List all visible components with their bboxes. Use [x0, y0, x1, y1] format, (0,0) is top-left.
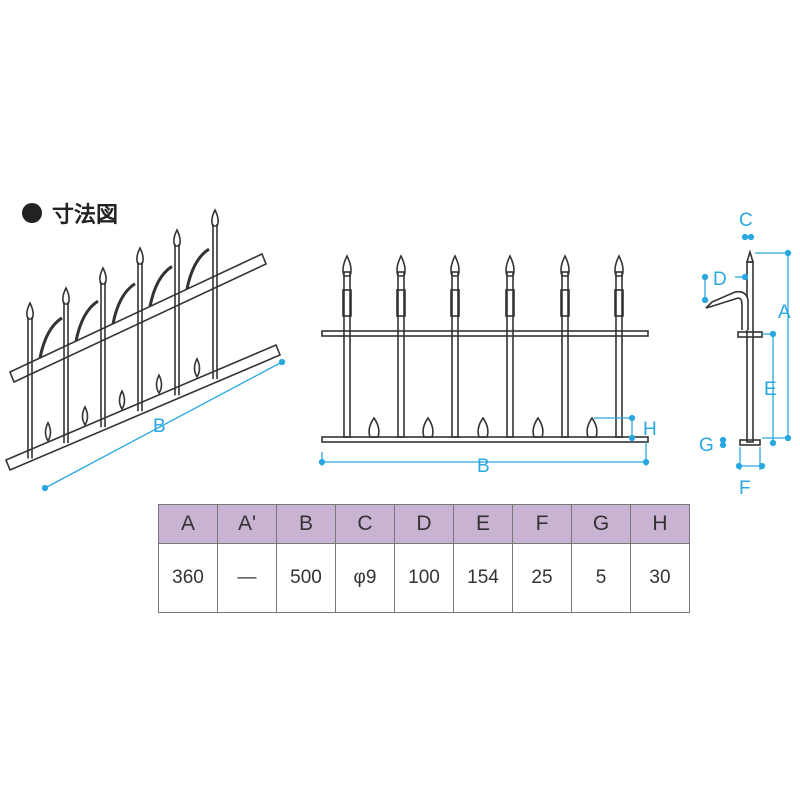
- leaf-ornament: [422, 416, 434, 438]
- label-d: D: [713, 269, 727, 290]
- picket-collar: [614, 289, 624, 317]
- label-h: H: [643, 419, 657, 440]
- spear-tip: [99, 266, 107, 285]
- table-value-cell: 30: [630, 543, 690, 613]
- spear-tip: [342, 254, 352, 277]
- dim-end: [628, 434, 636, 442]
- dim-end: [701, 296, 709, 304]
- spear-tip: [614, 254, 624, 277]
- hook: [111, 282, 136, 325]
- section-title: 寸法図: [22, 197, 118, 229]
- label-a: A: [778, 302, 791, 323]
- table-header-cell: H: [630, 504, 690, 544]
- leaf-ornament: [118, 389, 126, 411]
- table-value-cell: 5: [571, 543, 631, 613]
- hook: [38, 316, 63, 359]
- dim-b-perspective: [44, 361, 283, 489]
- table-header-cell: E: [453, 504, 513, 544]
- spear-tip: [211, 208, 219, 227]
- table-value-cell: 154: [453, 543, 513, 613]
- label-g: G: [699, 435, 714, 456]
- side-rail-bottom: [739, 439, 761, 446]
- dimension-lines: [41, 233, 792, 492]
- picket-collar: [396, 289, 406, 317]
- spear-tip: [450, 254, 460, 277]
- table-header-cell: B: [276, 504, 336, 544]
- dim-end: [747, 233, 755, 241]
- dim-end: [719, 436, 727, 444]
- picket-collar: [342, 289, 352, 317]
- dim-end: [719, 441, 727, 449]
- leaf-ornament: [368, 416, 380, 438]
- label-b-front: B: [477, 456, 490, 477]
- side-rail-top: [737, 331, 763, 338]
- picket: [506, 271, 514, 438]
- dim-end: [735, 462, 743, 470]
- side-post: [746, 261, 754, 443]
- spear-tip: [560, 254, 570, 277]
- picket-collar: [450, 289, 460, 317]
- dim-end: [41, 484, 49, 492]
- picket: [397, 271, 405, 438]
- spear-tip: [136, 246, 144, 265]
- spear-tip: [62, 286, 70, 305]
- leaf-ornament: [193, 357, 201, 379]
- upper-rail: [8, 252, 268, 384]
- dim-end: [278, 358, 286, 366]
- table-value-cell: —: [217, 543, 277, 613]
- table-value-cell: 100: [394, 543, 454, 613]
- picket-collar: [560, 289, 570, 317]
- label-f: F: [739, 478, 751, 499]
- front-view: [321, 254, 649, 443]
- lower-rail: [4, 343, 282, 472]
- table-value-cell: φ9: [335, 543, 395, 613]
- table-header-cell: A: [158, 504, 218, 544]
- side-view: [705, 249, 763, 446]
- label-c: C: [739, 210, 753, 231]
- table-value-cell: 25: [512, 543, 572, 613]
- label-e: E: [764, 379, 777, 400]
- perspective-view: [4, 208, 282, 472]
- label-b-perspective: B: [153, 416, 166, 437]
- dim-end: [701, 273, 709, 281]
- hook: [185, 247, 210, 290]
- spear-tip: [173, 228, 181, 247]
- leaf-ornament: [44, 421, 52, 443]
- leaf-ornament: [586, 416, 598, 438]
- table-header-cell: F: [512, 504, 572, 544]
- spear-tip: [505, 254, 515, 277]
- dim-end: [741, 273, 749, 281]
- table-header-cell: A': [217, 504, 277, 544]
- dim-end: [769, 439, 777, 447]
- side-hook: [705, 290, 749, 330]
- picket: [615, 271, 623, 438]
- picket: [451, 271, 459, 438]
- leaf-ornament: [532, 416, 544, 438]
- hook: [148, 265, 173, 307]
- spear-tip: [26, 301, 34, 320]
- table-header-cell: G: [571, 504, 631, 544]
- picket-collar: [505, 289, 515, 317]
- leaf-ornament: [477, 416, 489, 438]
- table-header-cell: C: [335, 504, 395, 544]
- hook: [74, 299, 99, 342]
- picket: [561, 271, 569, 438]
- dim-end: [741, 233, 749, 241]
- top-rail: [321, 330, 649, 337]
- table-value-cell: 500: [276, 543, 336, 613]
- bullet-icon: [22, 203, 42, 223]
- leaf-ornament: [81, 405, 89, 427]
- title-text: 寸法図: [52, 203, 119, 228]
- spear-tip: [396, 254, 406, 277]
- side-tip: [745, 249, 755, 263]
- picket: [343, 271, 351, 438]
- leaf-ornament: [155, 373, 163, 395]
- table-header-cell: D: [394, 504, 454, 544]
- table-value-cell: 360: [158, 543, 218, 613]
